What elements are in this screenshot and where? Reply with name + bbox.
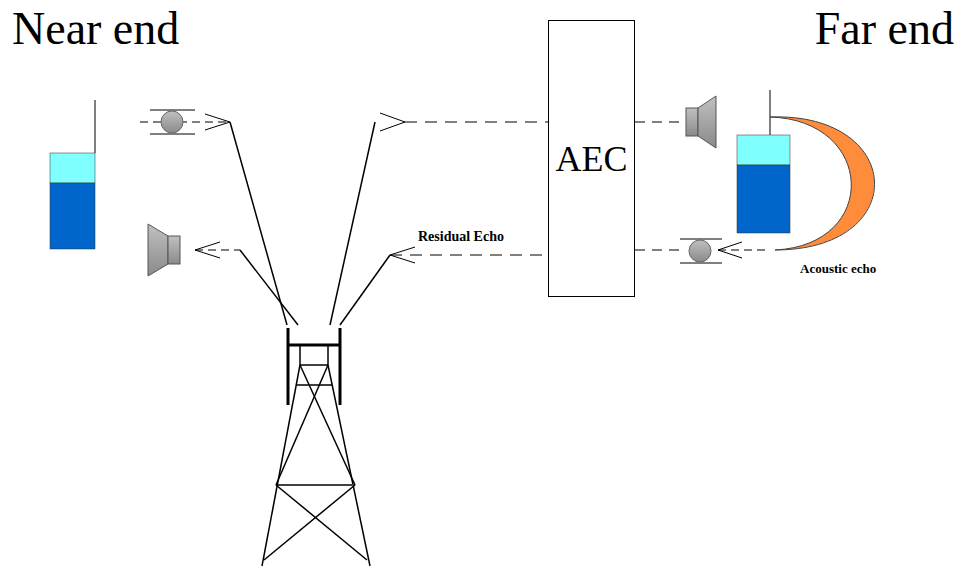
near-phone xyxy=(50,100,95,249)
echo-arc xyxy=(770,117,875,250)
far-speaker xyxy=(686,96,716,148)
far-mic xyxy=(680,239,770,263)
signal-label: Residual Echo xyxy=(418,229,504,244)
near-mic xyxy=(140,110,230,134)
process-box: AEC xyxy=(548,20,635,297)
near-speaker xyxy=(148,224,240,276)
box-label: AEC xyxy=(556,141,628,177)
end-title: Far end xyxy=(815,4,954,55)
signal-label: Acoustic echo xyxy=(800,262,876,276)
tower xyxy=(230,122,390,566)
far-phone xyxy=(737,90,790,233)
end-title: Near end xyxy=(12,4,179,55)
signal-lines xyxy=(380,113,686,263)
